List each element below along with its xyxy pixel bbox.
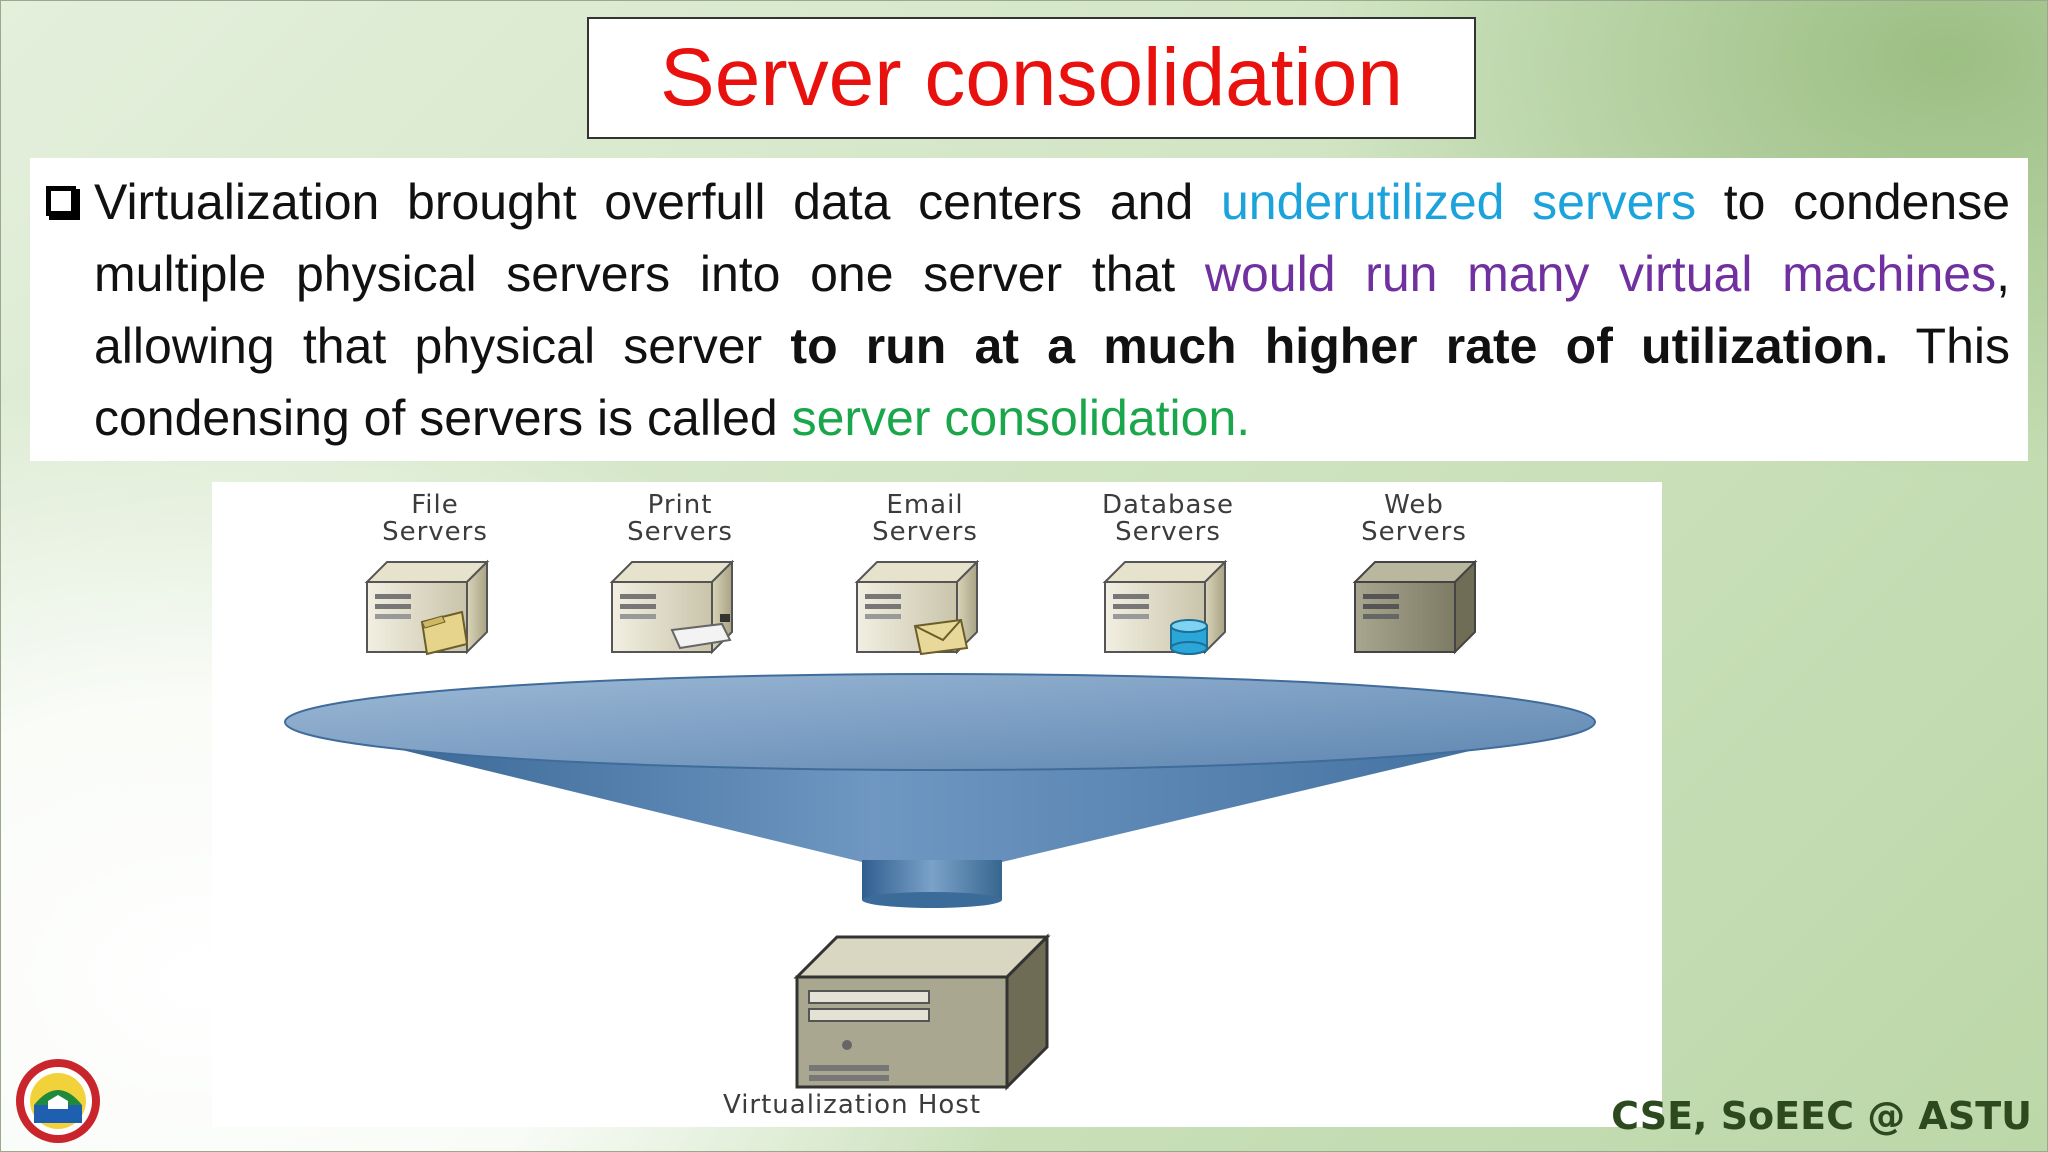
file-server-icon [364, 559, 490, 656]
checkbox-bullet-icon [46, 186, 80, 220]
para-bold-utilization: to run at a much higher rate of utilizat… [790, 318, 1889, 374]
para-highlight-server-consolidation: server consolidation. [791, 390, 1251, 446]
text-box: Virtualization brought overfull data cen… [30, 158, 2028, 461]
print-server-icon [609, 559, 735, 655]
para-text-7: This condensing of servers is called [94, 318, 2011, 446]
para-text-1: Virtualization brought overfull data cen… [94, 174, 1221, 230]
para-highlight-virtual-machines: would run many virtual machines [1204, 246, 1997, 302]
diagram-graphic [284, 559, 1596, 1091]
web-server-icon [1352, 559, 1478, 655]
virtualization-host-icon [793, 933, 1051, 1091]
email-server-icon [854, 559, 980, 656]
para-highlight-underutilized: underutilized servers [1220, 174, 1697, 230]
para-text-5: , allowing that physical server [94, 246, 2010, 374]
database-server-icon [1102, 559, 1228, 655]
para-text-3: to condense multiple physical servers in… [94, 174, 2010, 302]
footer-credit: CSE, SoEEC @ ASTU [1611, 1094, 2032, 1138]
title-box: Server consolidation [587, 17, 1476, 139]
bullet-paragraph: Virtualization brought overfull data cen… [46, 166, 2011, 454]
slide-title: Server consolidation [660, 32, 1403, 123]
university-logo-icon [16, 1059, 100, 1143]
virtualization-host-label: Virtualization Host [722, 1090, 982, 1120]
funnel-icon [284, 673, 1596, 908]
